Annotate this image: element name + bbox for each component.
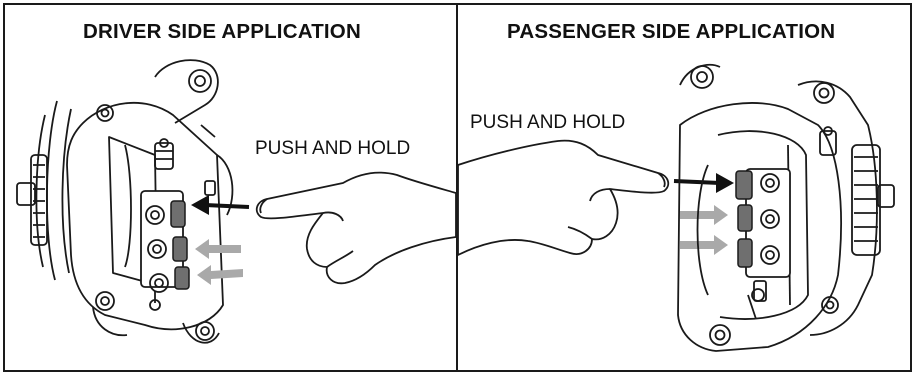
driver-illustration (5, 5, 456, 370)
release-arrow-icon (680, 205, 728, 255)
hand-icon (257, 173, 456, 284)
passenger-illustration (458, 5, 910, 370)
passenger-side-panel: PASSENGER SIDE APPLICATION PUSH AND HOLD (458, 5, 910, 370)
alternator-illustration (678, 65, 894, 351)
hand-icon (458, 141, 668, 255)
driver-side-panel: DRIVER SIDE APPLICATION PUSH AND HOLD (5, 5, 456, 370)
connector-plugs (736, 171, 752, 267)
release-arrow-icon (195, 239, 243, 285)
